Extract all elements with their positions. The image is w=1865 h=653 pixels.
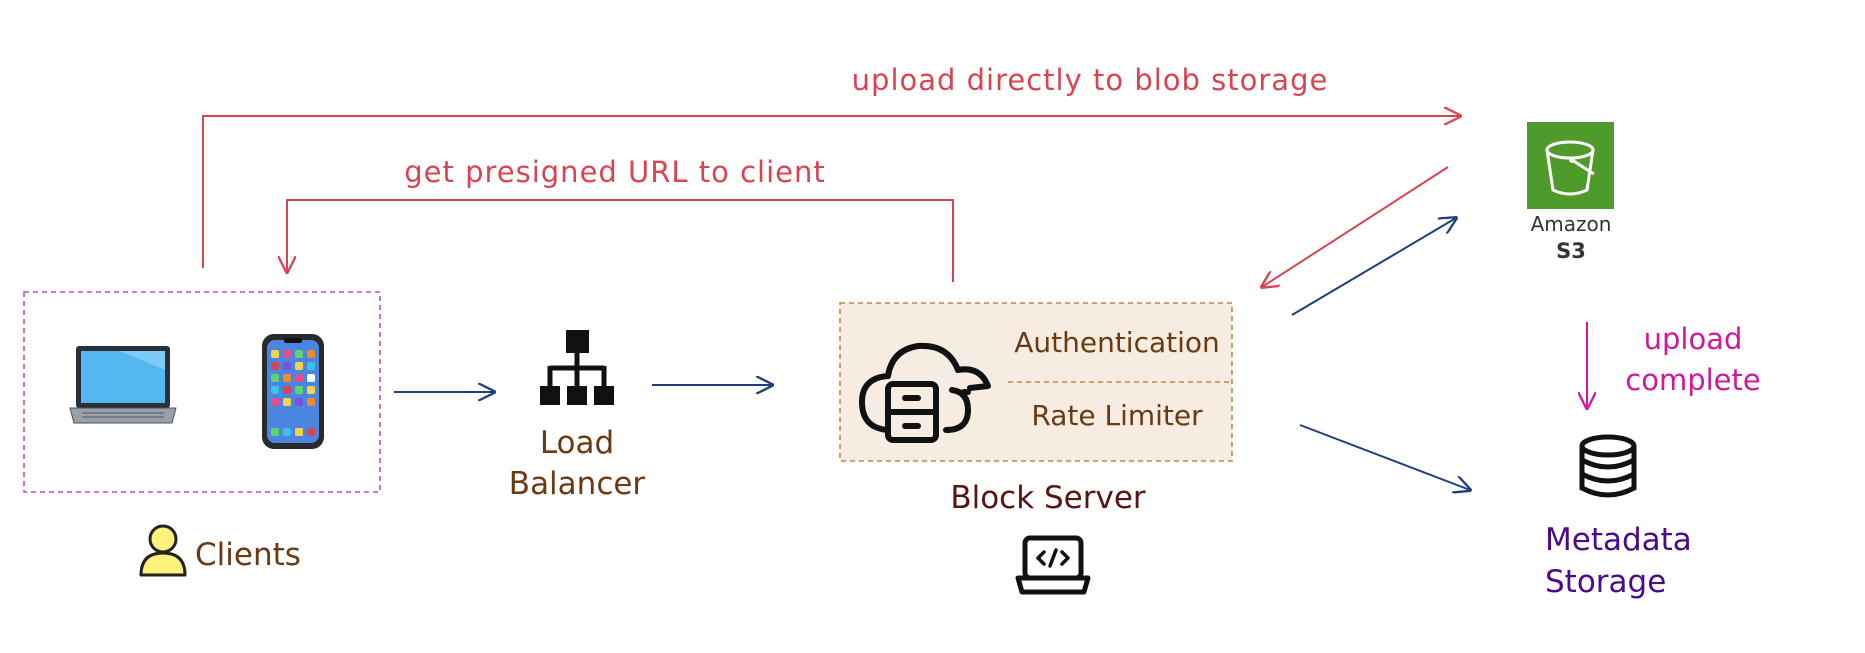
upload-complete-label-line2: complete bbox=[1625, 363, 1760, 397]
block-to-metadata-arrow bbox=[1299, 424, 1470, 490]
load-balancer-label-line2: Balancer bbox=[509, 466, 646, 502]
presigned-url-label: get presigned URL to client bbox=[404, 155, 826, 189]
cloud-server-icon bbox=[859, 342, 991, 443]
clients-group-box bbox=[23, 291, 381, 493]
user-icon bbox=[139, 524, 187, 577]
block-to-s3-arrow bbox=[1291, 218, 1456, 316]
upload-direct-label: upload directly to blob storage bbox=[852, 63, 1329, 97]
upload-direct-arrow bbox=[202, 116, 1460, 268]
laptop-icon bbox=[69, 346, 177, 424]
load-balancer-label-line1: Load bbox=[540, 425, 614, 461]
clients-label: Clients bbox=[195, 537, 301, 573]
block-server-label: Block Server bbox=[950, 480, 1146, 516]
code-laptop-icon bbox=[1015, 535, 1091, 595]
load-balancer-icon bbox=[540, 330, 614, 405]
amazon-label: Amazon bbox=[1531, 212, 1612, 236]
metadata-label-line2: Storage bbox=[1545, 564, 1666, 600]
rate-limiter-label: Rate Limiter bbox=[1031, 399, 1203, 432]
smartphone-icon bbox=[262, 334, 324, 449]
s3-label: S3 bbox=[1556, 239, 1586, 263]
presigned-url-arrow bbox=[287, 199, 954, 282]
authentication-label: Authentication bbox=[1014, 326, 1220, 359]
s3-bucket-icon bbox=[1527, 122, 1614, 209]
database-icon bbox=[1579, 434, 1637, 498]
upload-complete-label-line1: upload bbox=[1644, 322, 1743, 356]
metadata-label-line1: Metadata bbox=[1545, 522, 1692, 558]
s3-to-block-arrow bbox=[1262, 166, 1449, 287]
